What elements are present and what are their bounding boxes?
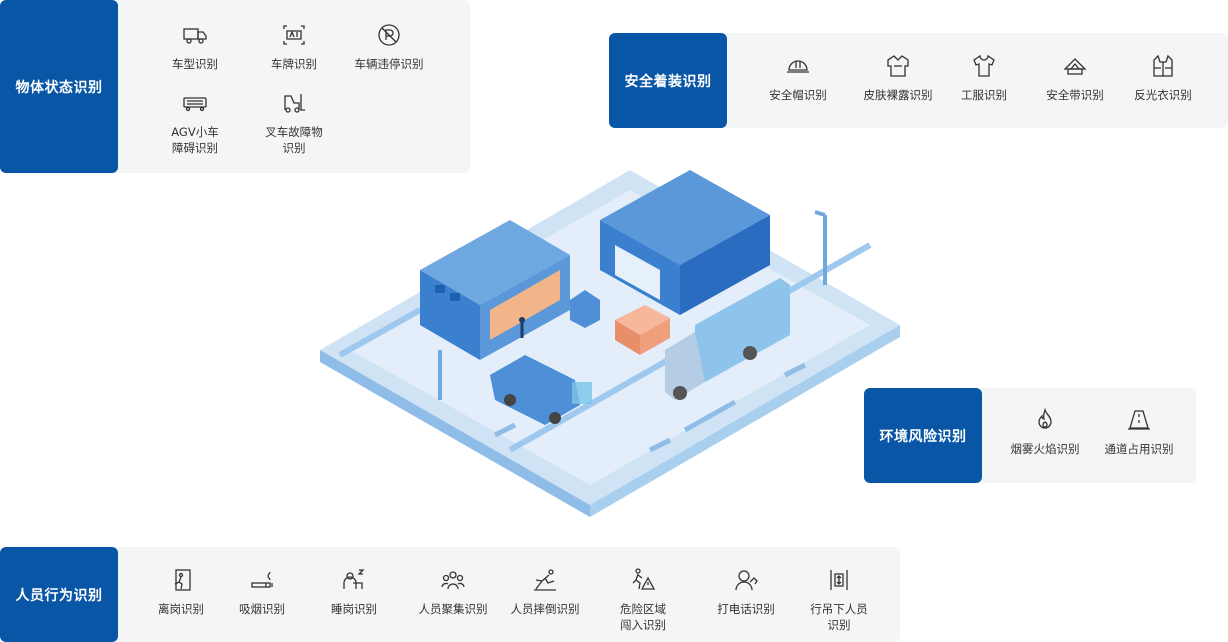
person-behavior-title: 人员行为识别	[0, 547, 118, 642]
reflective-vest-item[interactable]: 反光衣识别	[1108, 51, 1218, 103]
crane-person-item[interactable]: 行吊下人员 识别	[784, 565, 894, 633]
sleeping-icon	[339, 565, 369, 595]
crowd-gathering-label: 人员聚集识别	[418, 602, 488, 616]
logistics-park-illustration	[310, 160, 910, 530]
vest-icon	[1148, 51, 1178, 81]
illegal-parking-item[interactable]: 车辆违停识别	[334, 20, 444, 72]
vehicle-type-item[interactable]: 车型识别	[140, 20, 250, 72]
truck-icon	[180, 20, 210, 50]
safety-belt-icon	[1060, 51, 1090, 81]
helmet-item[interactable]: 安全帽识别	[743, 51, 853, 103]
phone-call-item[interactable]: 打电话识别	[691, 565, 801, 617]
forklift-icon	[279, 88, 309, 118]
crane-icon	[824, 565, 854, 595]
leave-post-item[interactable]: 离岗识别	[126, 565, 236, 617]
reflective-vest-label: 反光衣识别	[1134, 88, 1192, 102]
phone-call-icon	[731, 565, 761, 595]
passage-occupied-label: 通道占用识别	[1104, 442, 1174, 456]
smoking-icon	[247, 565, 277, 595]
helmet-icon	[783, 51, 813, 81]
license-plate-item[interactable]: 车牌识别	[239, 20, 349, 72]
skin-exposure-label: 皮肤裸露识别	[863, 88, 933, 102]
environment-risk-panel: 环境风险识别 烟雾火焰识别 通道占用识别	[864, 388, 1196, 483]
work-uniform-label: 工服识别	[961, 88, 1007, 102]
object-state-panel: 物体状态识别 车型识别 车牌识别 车辆违停识别 AGV小车 障碍识别 叉车故障物…	[0, 0, 470, 173]
fall-icon	[530, 565, 560, 595]
safety-attire-panel: 安全着装识别 安全帽识别 皮肤裸露识别 工服识别 安全带识别 反光衣识别	[609, 33, 1228, 128]
safety-belt-label: 安全带识别	[1046, 88, 1104, 102]
uniform-icon	[969, 51, 999, 81]
person-fall-item[interactable]: 人员摔倒识别	[490, 565, 600, 617]
safety-belt-item[interactable]: 安全带识别	[1020, 51, 1130, 103]
helmet-label: 安全帽识别	[769, 88, 827, 102]
danger-zone-item[interactable]: 危险区域 闯入识别	[588, 565, 698, 633]
forklift-fault-item[interactable]: 叉车故障物 识别	[239, 88, 349, 156]
crane-person-label: 行吊下人员 识别	[810, 602, 868, 632]
person-fall-label: 人员摔倒识别	[510, 602, 580, 616]
crowd-icon	[438, 565, 468, 595]
license-plate-label: 车牌识别	[271, 57, 317, 71]
crowd-gathering-item[interactable]: 人员聚集识别	[398, 565, 508, 617]
passage-icon	[1124, 405, 1154, 435]
shirt-exposed-icon	[883, 51, 913, 81]
no-parking-icon	[374, 20, 404, 50]
environment-risk-title: 环境风险识别	[864, 388, 982, 483]
smoke-fire-label: 烟雾火焰识别	[1010, 442, 1080, 456]
passage-occupied-item[interactable]: 通道占用识别	[1084, 405, 1194, 457]
fire-icon	[1030, 405, 1060, 435]
leave-post-label: 离岗识别	[158, 602, 204, 616]
safety-attire-title: 安全着装识别	[609, 33, 727, 128]
danger-zone-label: 危险区域 闯入识别	[620, 602, 666, 632]
person-behavior-panel: 人员行为识别 离岗识别 吸烟识别 睡岗识别 人员聚集识别 人员摔倒识别 危险区域	[0, 547, 900, 642]
work-uniform-item[interactable]: 工服识别	[929, 51, 1039, 103]
leave-post-icon	[166, 565, 196, 595]
smoking-item[interactable]: 吸烟识别	[207, 565, 317, 617]
danger-zone-icon	[628, 565, 658, 595]
sleeping-on-duty-label: 睡岗识别	[331, 602, 377, 616]
skin-exposure-item[interactable]: 皮肤裸露识别	[843, 51, 953, 103]
forklift-fault-label: 叉车故障物 识别	[265, 125, 323, 155]
agv-cart-icon	[180, 88, 210, 118]
sleeping-on-duty-item[interactable]: 睡岗识别	[299, 565, 409, 617]
smoke-fire-item[interactable]: 烟雾火焰识别	[990, 405, 1100, 457]
illegal-parking-label: 车辆违停识别	[354, 57, 424, 71]
smoking-label: 吸烟识别	[239, 602, 285, 616]
agv-obstacle-item[interactable]: AGV小车 障碍识别	[140, 88, 250, 156]
license-plate-icon	[279, 20, 309, 50]
agv-obstacle-label: AGV小车 障碍识别	[171, 125, 219, 155]
vehicle-type-label: 车型识别	[172, 57, 218, 71]
object-state-title: 物体状态识别	[0, 0, 118, 173]
phone-call-label: 打电话识别	[717, 602, 775, 616]
